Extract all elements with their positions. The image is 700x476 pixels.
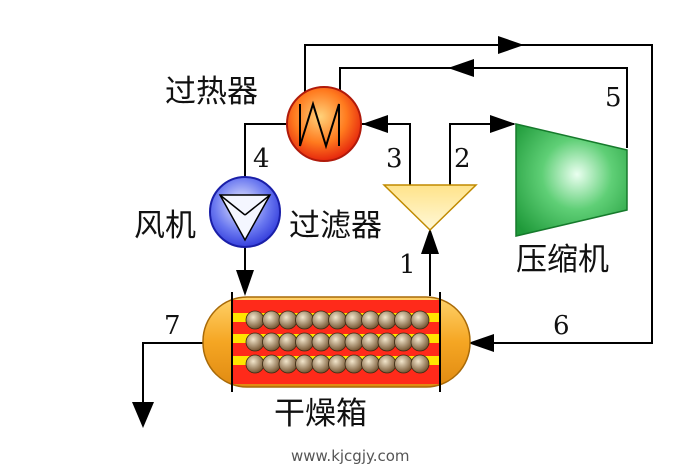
material-ball bbox=[361, 332, 380, 352]
arrow-fan-down bbox=[236, 270, 254, 296]
material-ball bbox=[410, 354, 430, 374]
material-ball bbox=[278, 310, 298, 330]
arrow-stream-3-left bbox=[362, 115, 388, 133]
material-ball bbox=[328, 310, 347, 330]
stream-number-5: 5 bbox=[605, 83, 622, 113]
drying-box-label: 干燥箱 bbox=[274, 396, 367, 432]
material-ball bbox=[311, 332, 331, 352]
stream-number-1: 1 bbox=[399, 250, 416, 280]
heater-coil bbox=[299, 100, 340, 150]
arrow-stream-7-down bbox=[132, 402, 154, 428]
arrow-stream-6-left bbox=[468, 334, 494, 352]
fan-symbol bbox=[209, 176, 281, 248]
drying-box-symbol bbox=[202, 292, 471, 392]
filter-label: 过滤器 bbox=[289, 208, 382, 244]
pipe-return-6 bbox=[304, 44, 653, 344]
arrow-stream-2-right bbox=[490, 115, 516, 133]
material-ball bbox=[377, 310, 397, 330]
material-ball bbox=[278, 354, 298, 374]
material-ball bbox=[311, 354, 331, 374]
material-ball bbox=[344, 332, 364, 352]
material-ball bbox=[394, 332, 413, 352]
material-ball bbox=[262, 354, 281, 374]
superheater-label: 过热器 bbox=[165, 74, 258, 110]
material-ball bbox=[245, 332, 265, 352]
stream-number-4: 4 bbox=[253, 144, 270, 174]
pipe-stream-5 bbox=[339, 67, 628, 148]
material-ball bbox=[295, 310, 314, 330]
stream-number-7: 7 bbox=[164, 311, 181, 341]
material-ball bbox=[410, 332, 430, 352]
material-ball bbox=[377, 332, 397, 352]
material-ball bbox=[377, 354, 397, 374]
material-ball bbox=[328, 354, 347, 374]
stream-number-2: 2 bbox=[454, 144, 471, 174]
material-ball bbox=[394, 310, 413, 330]
material-ball bbox=[295, 354, 314, 374]
superheater-symbol bbox=[286, 86, 362, 162]
stream-number-3: 3 bbox=[386, 144, 403, 174]
watermark-text: www.kjcgjy.com bbox=[291, 447, 410, 465]
material-ball bbox=[394, 354, 413, 374]
compressor-label: 压缩机 bbox=[516, 242, 609, 278]
pipe-network bbox=[142, 44, 653, 404]
stream-number-6: 6 bbox=[553, 311, 570, 341]
material-ball bbox=[328, 332, 347, 352]
material-ball bbox=[344, 354, 364, 374]
material-ball bbox=[245, 354, 265, 374]
material-ball bbox=[361, 310, 380, 330]
material-ball bbox=[262, 310, 281, 330]
arrow-stream-5-left bbox=[448, 59, 474, 77]
material-balls bbox=[245, 310, 430, 374]
material-ball bbox=[361, 354, 380, 374]
flow-arrows bbox=[132, 36, 524, 428]
pipe-stream-7 bbox=[142, 342, 205, 404]
material-ball bbox=[278, 332, 298, 352]
arrow-stream-1-up bbox=[421, 228, 439, 254]
arrow-top-right bbox=[498, 36, 524, 54]
filter-symbol bbox=[382, 184, 478, 232]
material-ball bbox=[311, 310, 331, 330]
pipe-stream-4 bbox=[244, 123, 288, 178]
fan-label: 风机 bbox=[134, 208, 196, 244]
material-ball bbox=[245, 310, 265, 330]
material-ball bbox=[262, 332, 281, 352]
material-ball bbox=[410, 310, 430, 330]
material-ball bbox=[295, 332, 314, 352]
material-ball bbox=[344, 310, 364, 330]
compressor-symbol bbox=[515, 123, 628, 237]
